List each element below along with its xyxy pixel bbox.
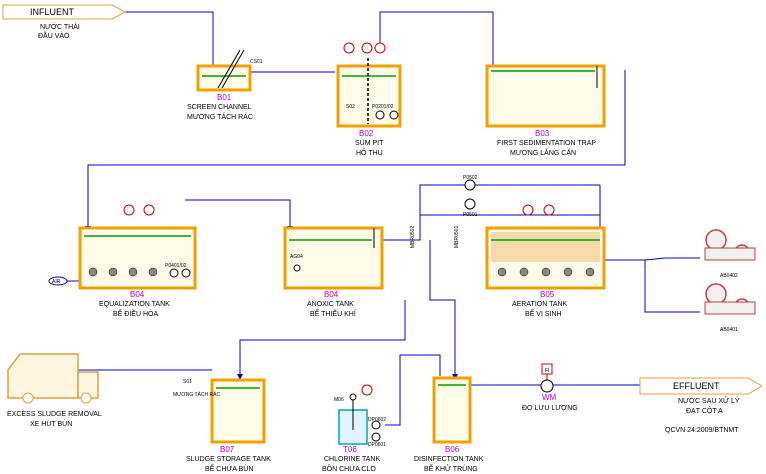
b07-tag: S01 <box>183 379 192 385</box>
b03-name-vi: MƯƠNG LẮNG CẶN <box>510 148 576 157</box>
tank-b03: B03 FIRST SEDIMENTATION TRAP MƯƠNG LẮNG … <box>485 64 606 157</box>
tank-b05: B05 AERATION TANK BỂ VI SINH <box>485 204 606 318</box>
effluent-sub1: NƯỚC SAU XỬ LÝ <box>678 396 740 405</box>
influent-arrow: INFLUENT NƯỚC THẢI ĐẦU VÀO <box>2 4 127 40</box>
pump-p2-label: P0501 <box>463 212 478 218</box>
b04-air: AIR <box>52 279 61 285</box>
tank-b04: AIR P0401/02 B04 EQUALIZATION TANK BỂ ĐI… <box>48 204 197 318</box>
b04-code: B04 <box>130 290 145 299</box>
flow-meter: FI WM ĐO LƯU LƯỢNG <box>522 363 578 412</box>
b02-code: B02 <box>359 129 374 138</box>
effluent-sub3: QCVN 24:2009/BTNMT <box>665 427 739 434</box>
influent-title: INFLUENT <box>30 7 75 17</box>
b05-name-vi: BỂ VI SINH <box>525 309 562 318</box>
b02-name: SUM PIT <box>355 140 384 147</box>
t06-tag-m: M06 <box>334 397 344 403</box>
anoxic-tag: AG04 <box>290 254 303 260</box>
b04-tag-p: P0401/02 <box>165 263 187 269</box>
flow-arrows <box>69 68 496 380</box>
b06-name: DISINFECTION TANK <box>414 456 484 463</box>
b06-name-vi: BỂ KHỬ TRÙNG <box>424 464 478 473</box>
b02-tag-p: P0201/02 <box>372 104 394 110</box>
anoxic-code: B04 <box>324 290 339 299</box>
pipes <box>55 11 700 426</box>
truck-sub: XE HÚT BÙN <box>30 419 72 428</box>
b01-name: SCREEN CHANNEL <box>187 104 252 111</box>
b02-name-vi: HỐ THU <box>356 147 383 157</box>
b01-code: B01 <box>217 93 232 102</box>
t06-name-vi: BỒN CHỨA CLO <box>322 463 376 473</box>
anoxic-name-vi: BỂ THIẾU KHÍ <box>310 308 356 318</box>
tank-b07: S01 MƯƠNG TÁCH RÁC B07 SLUDGE STORAGE TA… <box>173 378 271 473</box>
t06-name: CHLORINE TANK <box>324 456 380 463</box>
tank-b02: S02 P0201/02 B02 SUM PIT HỐ THU <box>336 42 402 157</box>
blower-b-label: AB0401 <box>720 327 738 333</box>
blowers: AB0402 AB0401 <box>704 229 756 333</box>
b07-name: SLUDGE STORAGE TANK <box>186 456 271 463</box>
t06-dp2: DP0601 <box>368 442 386 448</box>
effluent-arrow: EFFLUENT NƯỚC SAU XỬ LÝ ĐẠT CỘT A QCVN 2… <box>639 377 764 434</box>
influent-sub1: NƯỚC THẢI <box>40 22 80 31</box>
tank-b01: CS01 B01 SCREEN CHANNEL MƯƠNG TÁCH RÁC <box>187 49 263 121</box>
b06-code: B06 <box>445 445 460 454</box>
meter-name: ĐO LƯU LƯỢNG <box>522 405 578 412</box>
meter-tag: FI <box>545 368 549 374</box>
b03-name: FIRST SEDIMENTATION TRAP <box>497 140 596 147</box>
effluent-title: EFFLUENT <box>673 381 720 391</box>
pump-p1-label: P0502 <box>463 175 478 181</box>
influent-sub2: ĐẦU VÀO <box>38 30 70 40</box>
tank-t06: M06 DP0602 DP0601 T06 CHLORINE TANK BỒN … <box>322 384 386 473</box>
blower-a-label: AB0402 <box>720 273 738 279</box>
pump-m1-label: MBR0502 <box>410 226 416 248</box>
tank-anoxic: AG04 B04 ANOXIC TANK BỂ THIẾU KHÍ <box>283 226 384 318</box>
b04-name: EQUALIZATION TANK <box>99 301 170 308</box>
b03-code: B03 <box>535 129 550 138</box>
b01-name-vi: MƯƠNG TÁCH RÁC <box>187 112 253 121</box>
sludge-truck: EXCESS SLUDGE REMOVAL XE HÚT BÙN <box>7 353 102 428</box>
tank-b06: B06 DISINFECTION TANK BỂ KHỬ TRÙNG <box>414 376 484 473</box>
effluent-sub2: ĐẠT CỘT A <box>686 406 723 415</box>
b05-code: B05 <box>540 290 555 299</box>
b04-name-vi: BỂ ĐIỀU HÒA <box>113 308 158 318</box>
b07-tag2: MƯƠNG TÁCH RÁC <box>173 391 220 398</box>
b01-tag: CS01 <box>250 59 263 65</box>
b07-name-vi: BỂ CHỨA BÙN <box>205 464 253 473</box>
transfer-pumps: P0502 P0501 MBR0502 MBR0501 <box>410 175 478 248</box>
b02-tag-s: S02 <box>346 104 355 110</box>
b07-code: B07 <box>220 445 235 454</box>
meter-code: WM <box>542 393 557 402</box>
t06-code: T06 <box>343 445 357 454</box>
t06-dp1: DP0602 <box>368 417 386 423</box>
b05-name: AERATION TANK <box>512 301 568 308</box>
anoxic-name: ANOXIC TANK <box>307 301 354 308</box>
truck-label: EXCESS SLUDGE REMOVAL <box>7 411 102 418</box>
pump-m2-label: MBR0501 <box>454 226 460 248</box>
